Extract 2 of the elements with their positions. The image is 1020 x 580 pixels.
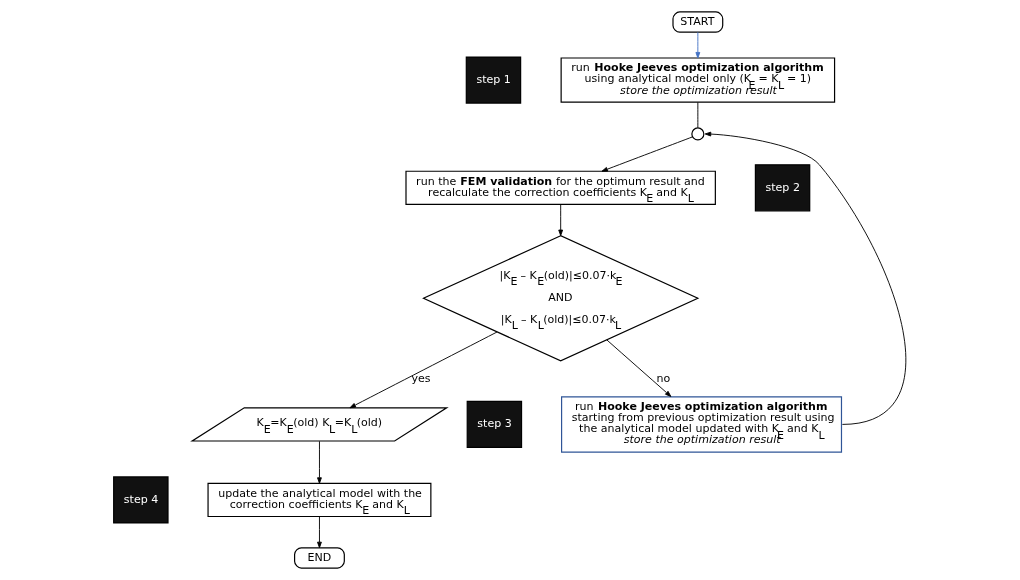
edge-label: no (656, 371, 671, 385)
edge-label: yes (411, 371, 431, 385)
